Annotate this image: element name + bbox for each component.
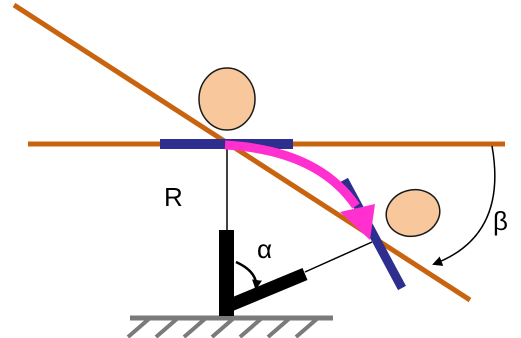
- beta-arc: [432, 145, 496, 266]
- ball-top: [198, 67, 256, 131]
- support-post: [219, 230, 234, 316]
- alpha-arc: [235, 260, 262, 290]
- support-arm: [225, 267, 308, 313]
- label-beta: β: [493, 206, 508, 236]
- rotation-arrowhead: [340, 204, 375, 240]
- label-radius: R: [164, 182, 183, 212]
- rotation-arc: [224, 140, 360, 209]
- ball-rotated: [385, 188, 441, 238]
- rotated-radius-line: [304, 241, 373, 273]
- label-alpha: α: [257, 234, 272, 264]
- ground-hatch: [126, 315, 333, 338]
- diagonal-rod: [12, 2, 472, 303]
